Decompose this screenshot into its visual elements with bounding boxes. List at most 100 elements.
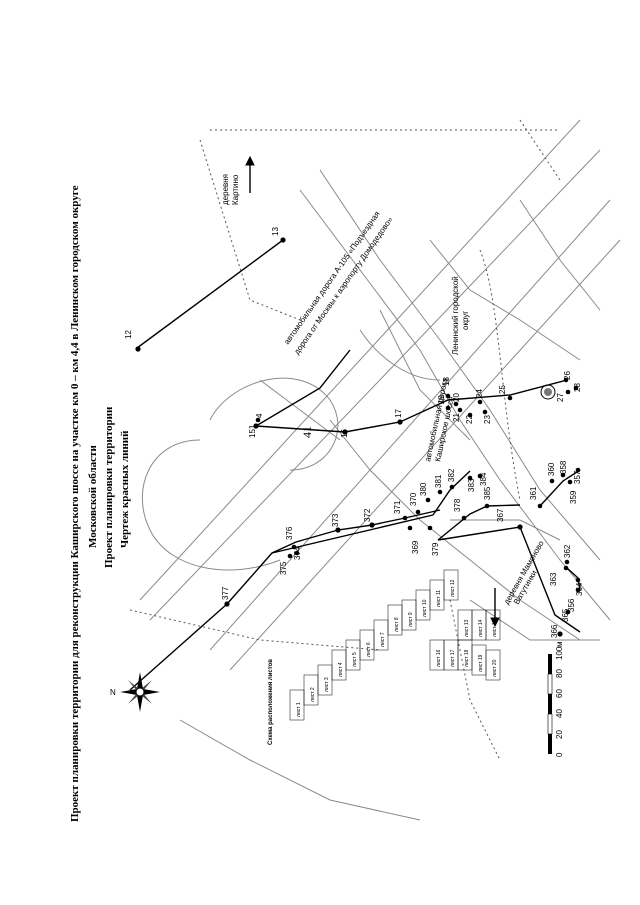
point-16 (342, 429, 348, 435)
point-label-373: 373 (331, 513, 340, 527)
point-label-21: 21 (452, 413, 461, 422)
direction-arrows (245, 155, 500, 628)
point-374 (294, 550, 300, 556)
title-line-4: Чертеж красных линий (119, 430, 131, 548)
legend-sheet-3: лист 3 (324, 677, 330, 692)
point-label-356: 356 (567, 598, 576, 612)
point-label-372: 372 (363, 508, 372, 522)
hatched-boundaries (129, 119, 561, 761)
legend-sheet-15: лист 15 (492, 619, 498, 637)
scale-tick-40: 40 (555, 709, 564, 718)
point-367 (517, 524, 523, 530)
point-label-379: 379 (431, 542, 440, 556)
point-label-369: 369 (411, 540, 420, 554)
arrow-bottom-head (490, 617, 500, 628)
point-label-13: 13 (271, 227, 280, 236)
point-markers: 12 13 151 4 16 17 18 19 20 21 22 23 24 2… (124, 227, 584, 638)
point-383 (467, 475, 473, 481)
point-384 (477, 473, 483, 479)
point-361 (537, 503, 543, 509)
point-label-378: 378 (453, 498, 462, 512)
point-label-20: 20 (452, 393, 461, 402)
point-377 (224, 601, 230, 607)
point-label-383: 383 (467, 478, 476, 492)
red-lines (129, 239, 581, 691)
legend-sheet-20: лист 20 (492, 659, 498, 677)
point-19 (445, 405, 451, 411)
legend-title: Схема расположения листов (268, 659, 274, 745)
legend-sheet-12: лист 12 (450, 579, 456, 597)
legend-sheet-6: лист 6 (366, 642, 372, 657)
point-label-365: 365 (561, 608, 570, 622)
point-label-359: 359 (569, 490, 578, 504)
scale-tick-80: 80 (555, 669, 564, 678)
point-385 (484, 503, 490, 509)
point-label-377: 377 (221, 586, 230, 600)
point-372 (369, 522, 375, 528)
point-label-23: 23 (483, 415, 492, 424)
legend-sheet-1: лист 1 (296, 702, 302, 717)
legend-sheet-13: лист 13 (464, 619, 470, 637)
point-17 (397, 419, 403, 425)
point-24 (477, 399, 483, 405)
point-label-4: 4 (255, 413, 264, 418)
legend-sheet-17: лист 17 (450, 649, 456, 667)
point-label-151: 151 (248, 424, 257, 438)
title-line-2: Московской области (87, 445, 99, 548)
point-381 (437, 489, 443, 495)
north-label: N (110, 688, 116, 697)
roundabout-symbol (540, 384, 556, 400)
point-label-27: 27 (556, 393, 565, 402)
point-356 (575, 577, 581, 583)
point-label-366: 366 (550, 624, 559, 638)
point-23 (482, 409, 488, 415)
point-label-25: 25 (498, 385, 507, 394)
legend-sheet-4: лист 4 (338, 662, 344, 677)
legend-sheet-10: лист 10 (422, 599, 428, 617)
point-362 (564, 559, 570, 565)
point-364 (575, 587, 581, 593)
point-label-28: 28 (573, 383, 582, 392)
village-top-label-2: Картино (231, 174, 240, 205)
title-line-1: Проект планировки территории для реконст… (69, 185, 81, 822)
point-label-364: 364 (575, 582, 584, 596)
point-378 (461, 515, 467, 521)
road-a105-label-1: автомобильная дорога А-105 «Подъездная (282, 210, 381, 347)
point-label-370: 370 (409, 492, 418, 506)
point-label-367: 367 (496, 508, 505, 522)
point-label-375: 375 (279, 561, 288, 575)
district-label-2: округ (461, 311, 470, 330)
point-380 (425, 497, 431, 503)
point-370 (415, 509, 421, 515)
point-366 (557, 631, 563, 637)
scale-bar: 0 20 40 60 80 100 м (547, 642, 564, 757)
point-label-18: 18 (442, 377, 451, 386)
title-block: Проект планировки территории для реконст… (69, 185, 131, 822)
point-359 (567, 479, 573, 485)
point-365 (565, 609, 571, 615)
point-label-26: 26 (563, 371, 572, 380)
point-label-382: 382 (447, 468, 456, 482)
point-22 (467, 412, 473, 418)
point-label-16: 16 (340, 429, 349, 438)
point-18 (445, 393, 451, 399)
point-4 (255, 417, 261, 423)
scale-tick-20: 20 (555, 730, 564, 739)
title-line-3: Проект планировки территории (103, 406, 115, 568)
legend-sheet-11: лист 11 (436, 590, 442, 607)
point-label-358: 358 (559, 460, 568, 474)
scale-units: м (555, 642, 564, 648)
road-network (139, 119, 621, 821)
point-27 (565, 389, 571, 395)
legend-sheet-18: лист 18 (464, 649, 470, 667)
point-13 (280, 237, 286, 243)
point-label-381: 381 (434, 474, 443, 488)
point-357 (575, 467, 581, 473)
point-358 (560, 472, 566, 478)
point-371 (402, 515, 408, 521)
point-label-24: 24 (475, 389, 484, 398)
legend-sheet-2: лист 2 (310, 687, 316, 702)
point-382 (449, 484, 455, 490)
point-label-12: 12 (124, 330, 133, 339)
